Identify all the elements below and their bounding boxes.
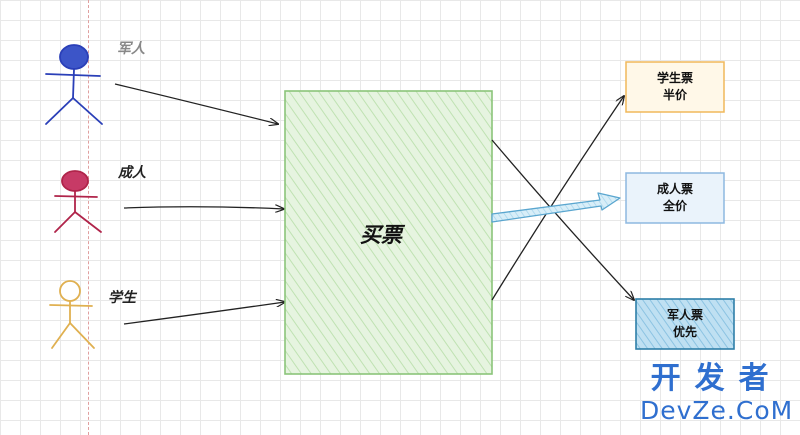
actor-adult-figure	[54, 170, 102, 233]
arrow-student-to-center	[123, 302, 285, 325]
center-process-box	[284, 90, 493, 375]
arrow-military-to-center	[114, 83, 278, 124]
watermark-en: DevZe.CoM	[640, 396, 794, 425]
ticket-adult: 成人票 全价	[626, 173, 724, 223]
actor-military-label: 军人	[117, 41, 145, 57]
ticket-adult-box	[625, 172, 725, 224]
ticket-military-price: 优先	[672, 325, 697, 339]
ticket-military-name: 军人票	[666, 308, 703, 322]
ticket-student: 学生票 半价	[626, 62, 724, 112]
actor-adult-label: 成人	[118, 165, 146, 181]
ticket-student-box	[625, 61, 725, 113]
ticket-adult-name: 成人票	[656, 182, 693, 196]
guide-line	[88, 0, 89, 435]
arrow-adult-to-center	[123, 207, 284, 209]
watermark-cn: 开发者	[650, 361, 783, 396]
arrow-center-to-student-ticket	[491, 96, 624, 301]
actor-student-label: 学生	[108, 290, 136, 306]
arrow-center-to-adult-ticket	[491, 192, 621, 223]
actor-military-figure	[45, 44, 103, 125]
ticket-student-name: 学生票	[656, 71, 693, 85]
actor-student-figure	[49, 280, 95, 349]
ticket-student-price: 半价	[662, 88, 687, 102]
center-process-label: 买票	[360, 223, 402, 247]
ticket-military-box	[635, 298, 735, 350]
ticket-military: 军人票 优先	[636, 299, 734, 349]
ticket-adult-price: 全价	[662, 199, 687, 213]
arrow-center-to-military-ticket	[491, 139, 634, 300]
watermark: 开发者 DevZe.CoM	[640, 362, 793, 426]
